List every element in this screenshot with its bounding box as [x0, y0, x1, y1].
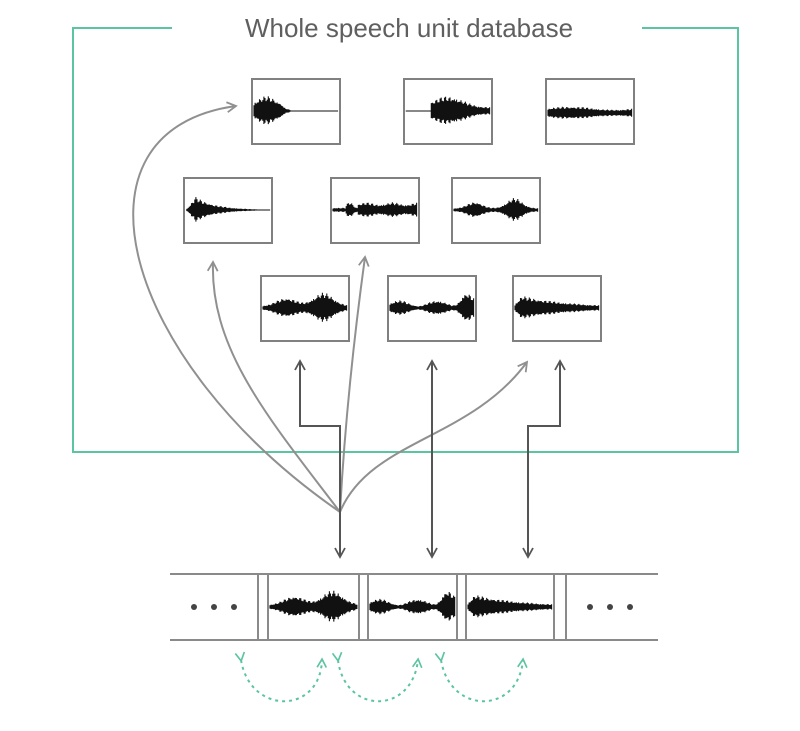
waveform-trace	[332, 202, 418, 217]
waveform	[332, 202, 418, 217]
speech-unit-9[interactable]	[512, 275, 602, 342]
waveform-trace	[467, 595, 553, 618]
selection-arrow-segment-1	[294, 359, 346, 559]
waveform	[262, 292, 348, 322]
speech-unit-1[interactable]	[251, 78, 341, 145]
waveform	[253, 96, 339, 125]
waveform-trace	[453, 198, 539, 221]
sequence-segment-2[interactable]	[369, 592, 456, 621]
database-frame	[72, 27, 739, 453]
database-title: Whole speech unit database	[245, 13, 573, 43]
waveform	[547, 106, 633, 119]
waveform-trace	[405, 96, 491, 124]
concatenation-loops	[234, 651, 528, 703]
speech-unit-6[interactable]	[451, 177, 541, 244]
concatenation-loop-1	[234, 651, 328, 703]
waveform	[453, 198, 539, 221]
waveform-trace	[547, 106, 633, 119]
speech-unit-4[interactable]	[183, 177, 273, 244]
waveform-trace	[514, 296, 600, 319]
ellipsis-left-dots	[191, 604, 237, 610]
waveform-trace	[389, 294, 475, 320]
waveform-trace	[186, 197, 271, 222]
database-units	[183, 78, 635, 342]
waveform	[467, 595, 553, 618]
speech-unit-2[interactable]	[403, 78, 493, 145]
concatenation-loop-3	[434, 651, 528, 703]
ellipsis-right-dots	[587, 604, 633, 610]
speech-unit-8[interactable]	[387, 275, 477, 342]
selection-arrow-segment-3	[522, 359, 566, 559]
waveform	[269, 590, 358, 622]
waveform	[389, 294, 475, 320]
waveform	[186, 197, 271, 222]
waveform-trace	[369, 592, 456, 621]
speech-unit-7[interactable]	[260, 275, 350, 342]
sequence-segment-1[interactable]	[269, 590, 358, 622]
speech-unit-5[interactable]	[330, 177, 420, 244]
waveform	[405, 96, 491, 124]
waveform	[514, 296, 600, 319]
output-sequence	[170, 573, 658, 641]
speech-unit-3[interactable]	[545, 78, 635, 145]
waveform-trace	[269, 590, 358, 622]
waveform-trace	[253, 96, 339, 125]
waveform-trace	[262, 292, 348, 322]
candidate-arrow-unit-9	[339, 360, 529, 513]
sequence-segment-3[interactable]	[467, 595, 553, 618]
concatenation-loop-2	[331, 651, 423, 703]
waveform	[369, 592, 456, 621]
candidate-arrow-unit-1	[132, 101, 341, 513]
selection-arrows	[294, 359, 566, 559]
